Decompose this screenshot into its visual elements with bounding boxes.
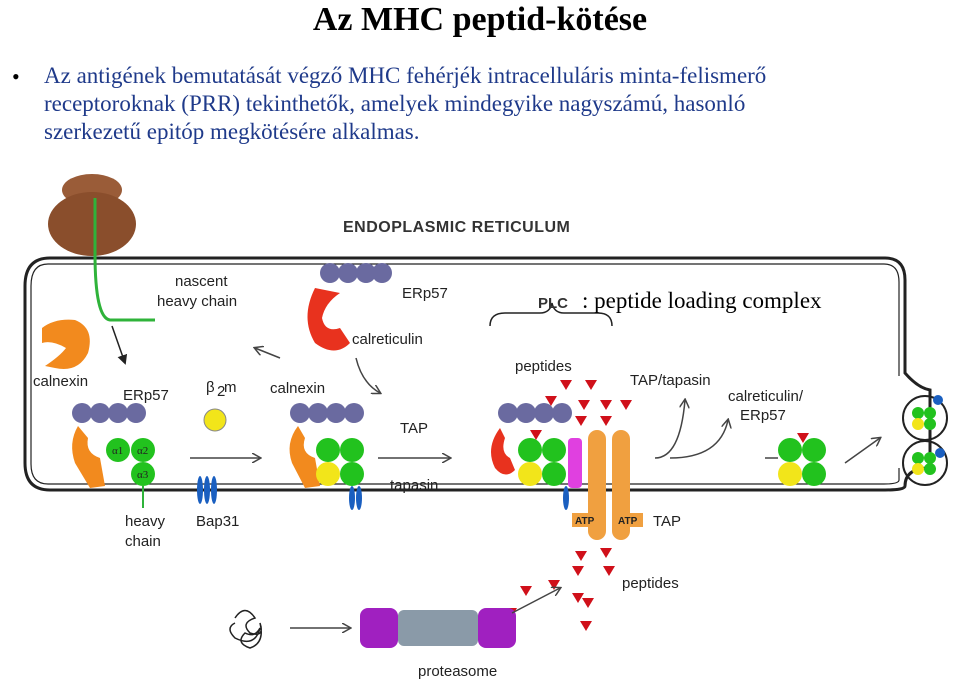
complex-2-icon (289, 403, 364, 510)
bap31-icon (197, 476, 217, 504)
plc-description: : peptide loading complex (582, 288, 822, 313)
peptides-bottom-icon (505, 548, 615, 631)
nascent-label: nascent (175, 273, 228, 290)
peptides-top-label: peptides (515, 358, 572, 375)
loaded-mhc-icon (765, 433, 826, 486)
peptides-top-icon (530, 380, 632, 440)
unfolded-protein-icon (229, 609, 262, 649)
plc-abbr: PLC (538, 295, 568, 312)
heavy-chain-label-top: heavy chain (157, 293, 237, 310)
calreticulin-erp57-icon (307, 263, 392, 351)
bullet-line-3: szerkezetű epitóp megkötésére alkalmas. (44, 119, 420, 144)
atp-1-label: ATP (575, 516, 595, 527)
calnexin-mid-label: calnexin (270, 380, 325, 397)
alpha1-label: α1 (112, 445, 123, 457)
calnexin-icon (42, 319, 90, 369)
b2m-beta: β (206, 379, 215, 396)
chain-label: chain (125, 533, 161, 550)
mhc-loading-diagram: ENDOPLASMIC RETICULUM nascent heavy chai… (23, 174, 948, 680)
calret-erp57-label-2: ERp57 (740, 407, 786, 424)
bullet-dot-icon: • (12, 64, 20, 89)
atp-2-label: ATP (618, 516, 638, 527)
erp57-mid-label: ERp57 (123, 387, 169, 404)
tap-arrow-label: TAP (400, 420, 428, 437)
bullet-text: Az antigének bemutatását végző MHC fehér… (44, 62, 944, 146)
b2m-m: m (224, 379, 237, 396)
erp57-top-label: ERp57 (402, 285, 448, 302)
plc-complex-icon: ATP ATP (491, 403, 643, 540)
alpha2-label: α2 (137, 445, 148, 457)
bap31-label: Bap31 (196, 513, 239, 530)
calnexin-left-label: calnexin (33, 373, 88, 390)
ribosome-icon (48, 174, 155, 322)
er-membrane (23, 256, 932, 492)
complex-1-icon: α1 α2 α3 (72, 403, 155, 508)
proteasome-label: proteasome (418, 663, 497, 680)
tap-bottom-label: TAP (653, 513, 681, 530)
b2m-sub: 2 (217, 383, 225, 400)
slide-title: Az MHC peptid-kötése (312, 1, 648, 38)
calreticulin-label: calreticulin (352, 331, 423, 348)
proteasome-icon (360, 608, 516, 648)
vesicle-icon (902, 395, 948, 486)
peptides-bottom-label: peptides (622, 575, 679, 592)
alpha3-label: α3 (137, 469, 149, 481)
heavy-label: heavy (125, 513, 166, 530)
tapasin-label: tapasin (390, 477, 438, 494)
er-label: ENDOPLASMIC RETICULUM (343, 219, 570, 236)
bullet-line-2: receptoroknak (PRR) tekinthetők, amelyek… (44, 91, 746, 116)
bullet-line-1: Az antigének bemutatását végző MHC fehér… (44, 63, 767, 88)
calret-erp57-label-1: calreticulin/ (728, 388, 804, 405)
tap-tapasin-label: TAP/tapasin (630, 372, 711, 389)
